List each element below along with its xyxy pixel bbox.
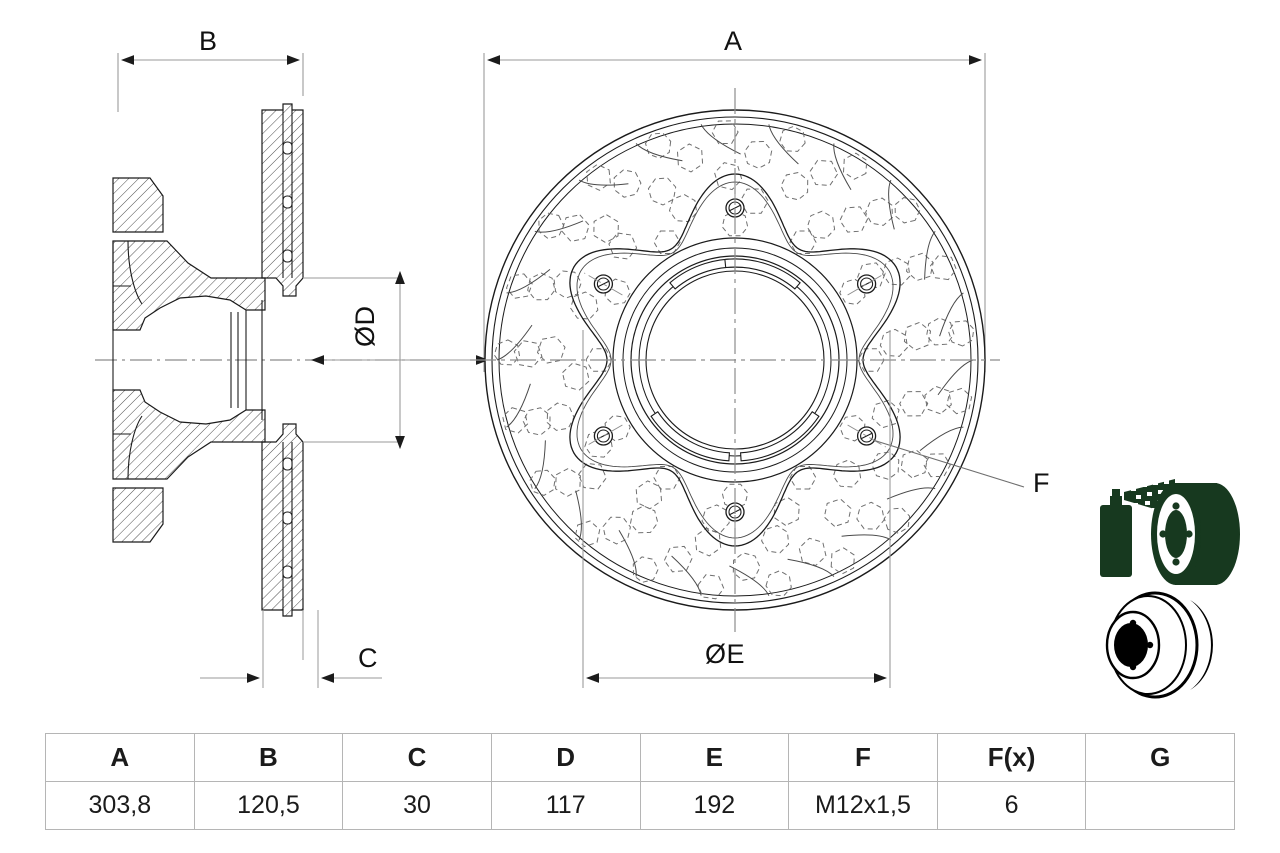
coating-icon-group — [1100, 479, 1240, 585]
dimension-e — [582, 330, 891, 688]
front-face-view — [470, 88, 1000, 632]
bolt-hole — [847, 424, 886, 448]
dimensions-table: A B C D E F F(x) G 303,8 120,5 30 117 19… — [45, 733, 1235, 830]
table-value-cell: 303,8 — [45, 781, 195, 830]
dimension-label-a: A — [724, 26, 743, 56]
dimension-d — [310, 270, 490, 450]
hub-upper-flange — [112, 240, 266, 331]
table-value-cell: 117 — [490, 781, 641, 830]
table-row: 303,8 120,5 30 117 192 M12x1,5 6 — [45, 781, 1235, 830]
hub-fillet-lower — [127, 415, 143, 480]
dimension-label-f: F — [1033, 468, 1050, 498]
spray-can-body — [1100, 505, 1132, 577]
dimension-label-b: B — [199, 26, 218, 56]
disc-vane-pattern — [493, 120, 975, 600]
table-header-row: A B C D E F F(x) G — [45, 733, 1235, 782]
hub-upper-section — [112, 177, 164, 233]
table-value-cell: 192 — [639, 781, 790, 830]
coated-disc — [1151, 483, 1240, 585]
dimension-label-d: ØD — [350, 305, 380, 348]
table-value-cell: 120,5 — [193, 781, 344, 830]
leader-line-f — [872, 439, 1025, 488]
table-header-cell: D — [490, 733, 641, 782]
table-header-cell: F(x) — [936, 733, 1087, 782]
spray-can-nozzle — [1112, 489, 1120, 497]
hub-fillet-upper — [127, 240, 143, 305]
table-value-cell: 30 — [342, 781, 492, 830]
hub-lower-flange — [112, 389, 266, 480]
dimension-b — [117, 53, 304, 112]
hub-bore-lines — [112, 300, 263, 420]
table-header-cell: B — [193, 733, 344, 782]
hub-lower-section — [112, 487, 164, 543]
table-value-cell — [1085, 781, 1235, 830]
table-value-cell: 6 — [936, 781, 1087, 830]
bolt-hole — [847, 272, 886, 296]
dimension-label-c: C — [358, 643, 378, 673]
brake-disc-icon-group — [1105, 591, 1213, 699]
table-header-cell: G — [1085, 733, 1235, 782]
cross-section-view — [95, 103, 430, 688]
disc-vent-slots — [282, 110, 293, 610]
table-value-cell: M12x1,5 — [788, 781, 938, 830]
dimension-label-e: ØE — [705, 639, 746, 669]
table-header-cell: C — [342, 733, 492, 782]
hub-arc-slots — [650, 258, 820, 462]
bolt-hole — [584, 424, 623, 448]
dimension-a — [483, 53, 986, 372]
bolt-hole — [584, 272, 623, 296]
table-header-cell: E — [639, 733, 790, 782]
extension-lines — [262, 277, 400, 688]
table-header-cell: F — [788, 733, 938, 782]
spray-can-neck — [1110, 496, 1122, 506]
table-header-cell: A — [45, 733, 195, 782]
